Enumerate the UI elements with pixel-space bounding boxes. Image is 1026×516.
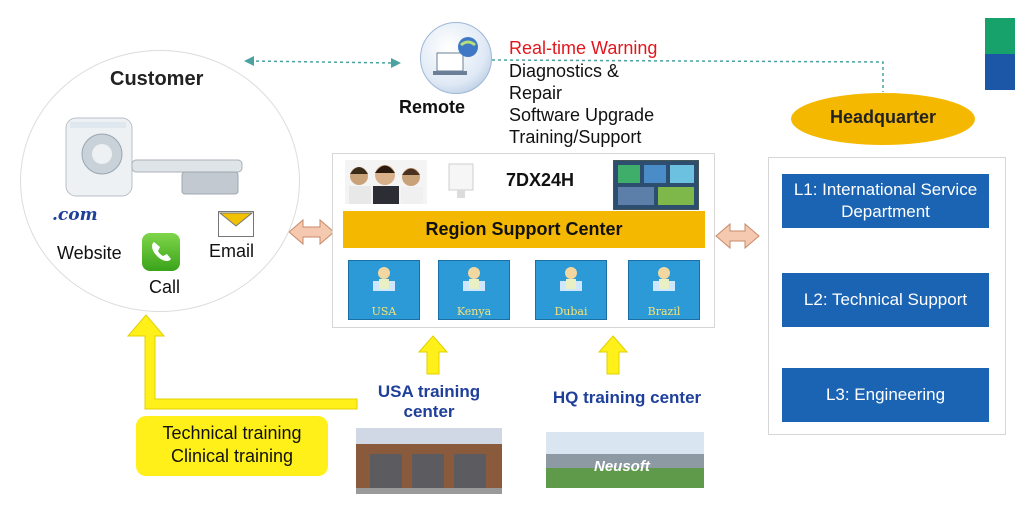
service-item: Diagnostics & [509, 61, 620, 81]
hq-training-up-arrow [597, 335, 629, 375]
customer-title: Customer [110, 68, 204, 90]
website-label: Website [57, 243, 122, 263]
remote-globe-icon [420, 22, 492, 94]
level-l2-box: L2: Technical Support [782, 273, 989, 327]
realtime-warning-text: Real-time Warning [509, 38, 658, 58]
dotted-link-right-arrowhead [391, 58, 401, 68]
usa-training-center-photo [356, 428, 502, 494]
website-logo: .com [52, 205, 98, 225]
office-usa: USA [348, 260, 420, 320]
office-name: Kenya [456, 305, 492, 318]
office-dubai: Dubai [535, 260, 607, 320]
email-icon [218, 211, 254, 237]
dotted-link-left-arrowhead [244, 56, 254, 66]
office-name: Brazil [647, 305, 681, 318]
monitoring-screen-image [613, 160, 699, 210]
call-label: Call [149, 277, 181, 297]
corner-blue-square [985, 54, 1015, 90]
headquarter-label: Headquarter [829, 107, 937, 127]
ct-scanner-image [65, 117, 243, 197]
remote-hq-dotted-link [491, 59, 884, 92]
service-item: Training/Support [509, 127, 642, 147]
region-support-center-label: Region Support Center [425, 219, 623, 239]
hq-training-center-photo [546, 432, 704, 488]
email-label: Email [209, 241, 255, 261]
office-worker-icon [560, 267, 582, 291]
customer-region-double-arrow [288, 218, 335, 246]
training-types-text: Technical training Clinical training [136, 422, 328, 468]
corner-green-square [985, 18, 1015, 54]
region-support-center-bar [343, 211, 705, 248]
usa-training-center-label: USA training center [377, 382, 481, 421]
office-worker-icon [463, 267, 485, 291]
support-team-photo [345, 160, 427, 204]
usa-training-up-arrow [417, 335, 449, 375]
phone-icon [142, 233, 180, 271]
customer-remote-dotted-link [249, 60, 396, 64]
remote-label: Remote [399, 97, 466, 117]
neusoft-logo-mark: Neusoft [594, 458, 650, 475]
hq-training-center-label: HQ training center [552, 388, 702, 407]
monitor-image [448, 163, 474, 198]
training-type-item: Clinical training [170, 446, 294, 466]
level-l3-box: L3: Engineering [782, 368, 989, 422]
office-brazil: Brazil [628, 260, 700, 320]
product-label: 7DX24H [506, 170, 575, 190]
region-hq-double-arrow [715, 222, 760, 250]
office-name: USA [371, 305, 397, 318]
headquarter-ellipse [791, 93, 975, 145]
training-to-customer-arrow [126, 314, 358, 410]
level-l1-box: L1: International Service Department [782, 174, 989, 228]
office-kenya: Kenya [438, 260, 510, 320]
training-type-item: Technical training [162, 423, 302, 443]
service-item: Software Upgrade [509, 105, 655, 125]
remote-services-list: Diagnostics & Repair Software Upgrade Tr… [509, 60, 654, 148]
office-worker-icon [653, 267, 675, 291]
service-item: Repair [509, 83, 563, 103]
office-worker-icon [373, 267, 395, 291]
office-name: Dubai [554, 305, 588, 318]
training-types-box [136, 416, 328, 476]
